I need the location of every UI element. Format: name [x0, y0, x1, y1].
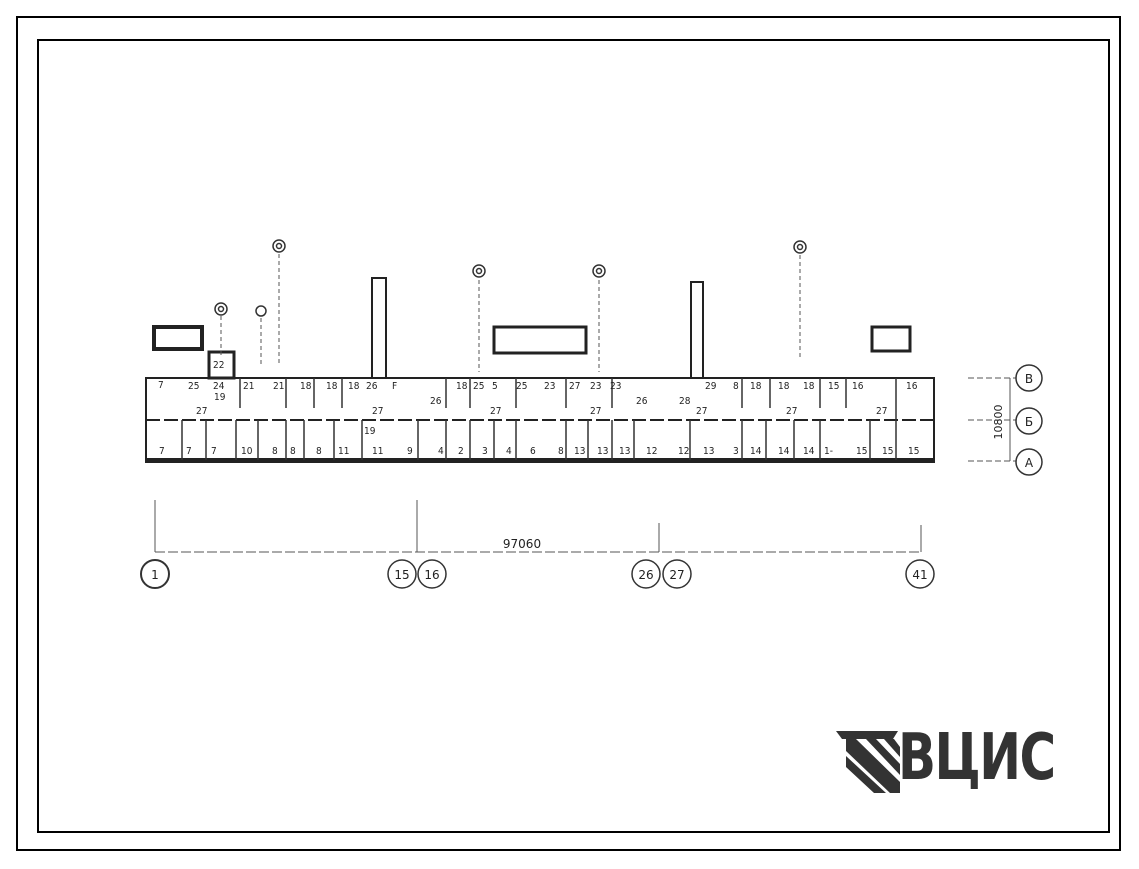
column-axis-16: 16: [424, 568, 439, 582]
svg-text:23: 23: [590, 381, 601, 392]
column-axis-1: 1: [151, 568, 159, 582]
outer-frame: [16, 16, 1121, 851]
svg-text:24: 24: [213, 381, 225, 392]
corridor-labels: 27 27 27 27 27 27 27: [196, 406, 887, 417]
svg-text:16: 16: [852, 381, 864, 392]
svg-text:8: 8: [733, 381, 739, 392]
svg-text:22: 22: [213, 360, 224, 371]
svg-text:18: 18: [456, 381, 468, 392]
svg-text:7: 7: [158, 380, 164, 391]
inner-frame: [37, 39, 1110, 833]
svg-text:26: 26: [636, 396, 648, 407]
logo-emblem-icon: [836, 731, 900, 793]
svg-text:21: 21: [273, 381, 284, 392]
column-axis-26: 26: [638, 568, 653, 582]
svg-text:7: 7: [211, 446, 217, 457]
svg-text:27: 27: [490, 406, 501, 417]
row-axis-b: Б: [1025, 415, 1033, 429]
row-axis-markers: [1015, 364, 1043, 476]
svg-text:18: 18: [803, 381, 815, 392]
column-axis-15: 15: [394, 568, 409, 582]
logo-text: ВЦИС: [898, 721, 1056, 795]
svg-text:18: 18: [778, 381, 790, 392]
svg-text:11: 11: [338, 446, 349, 457]
svg-text:27: 27: [372, 406, 383, 417]
svg-text:27: 27: [196, 406, 207, 417]
svg-text:13: 13: [597, 446, 608, 457]
svg-text:13: 13: [619, 446, 630, 457]
svg-text:14: 14: [750, 446, 762, 457]
svg-text:8: 8: [558, 446, 564, 457]
svg-text:23: 23: [544, 381, 555, 392]
svg-text:27: 27: [786, 406, 797, 417]
svg-text:8: 8: [316, 446, 322, 457]
svg-text:19: 19: [214, 392, 226, 403]
svg-text:27: 27: [569, 381, 580, 392]
svg-text:13: 13: [574, 446, 585, 457]
svg-text:6: 6: [530, 446, 536, 457]
svg-text:10: 10: [241, 446, 253, 457]
row-axis-a: А: [1025, 456, 1034, 470]
svg-text:25: 25: [516, 381, 527, 392]
svg-text:28: 28: [679, 396, 691, 407]
svg-text:26: 26: [430, 396, 442, 407]
svg-text:27: 27: [696, 406, 707, 417]
svg-text:15: 15: [882, 446, 893, 457]
svg-text:3: 3: [733, 446, 739, 457]
svg-text:F: F: [392, 381, 397, 392]
column-axis-27: 27: [669, 568, 684, 582]
svg-text:5: 5: [492, 381, 498, 392]
depth-dimension: 10800: [992, 405, 1005, 440]
svg-text:12: 12: [678, 446, 689, 457]
svg-text:19: 19: [364, 426, 376, 437]
svg-text:12: 12: [646, 446, 657, 457]
svg-text:18: 18: [348, 381, 360, 392]
svg-text:11: 11: [372, 446, 383, 457]
svg-text:4: 4: [438, 446, 444, 457]
svg-text:18: 18: [300, 381, 312, 392]
svg-text:25: 25: [188, 381, 199, 392]
svg-text:26: 26: [366, 381, 378, 392]
svg-text:15: 15: [856, 446, 867, 457]
marker-circles: [214, 239, 807, 317]
svg-text:2: 2: [458, 446, 464, 457]
svg-text:25: 25: [473, 381, 484, 392]
svg-text:8: 8: [290, 446, 296, 457]
svg-text:14: 14: [778, 446, 790, 457]
row-axis-v: В: [1025, 372, 1033, 386]
svg-text:18: 18: [750, 381, 762, 392]
svg-text:13: 13: [703, 446, 714, 457]
svg-text:29: 29: [705, 381, 717, 392]
svg-text:3: 3: [482, 446, 488, 457]
column-axis-markers: [140, 559, 935, 589]
svg-text:7: 7: [186, 446, 192, 457]
svg-text:15: 15: [828, 381, 839, 392]
svg-text:4: 4: [506, 446, 512, 457]
svg-text:18: 18: [326, 381, 338, 392]
svg-text:15: 15: [908, 446, 919, 457]
svg-text:23: 23: [610, 381, 621, 392]
svg-text:16: 16: [906, 381, 918, 392]
svg-text:9: 9: [407, 446, 413, 457]
svg-text:7: 7: [159, 446, 165, 457]
svg-text:8: 8: [272, 446, 278, 457]
column-axis-41: 41: [912, 568, 927, 582]
svg-text:14: 14: [803, 446, 815, 457]
svg-text:27: 27: [876, 406, 887, 417]
svg-text:21: 21: [243, 381, 254, 392]
svg-text:1-: 1-: [824, 446, 833, 457]
svg-text:27: 27: [590, 406, 601, 417]
total-dimension: 97060: [503, 537, 541, 551]
room-labels-back: 7 25 24 22 19 21 21 18 18 18 26 F 26 18 25 5 25 23 2…: [158, 360, 918, 437]
